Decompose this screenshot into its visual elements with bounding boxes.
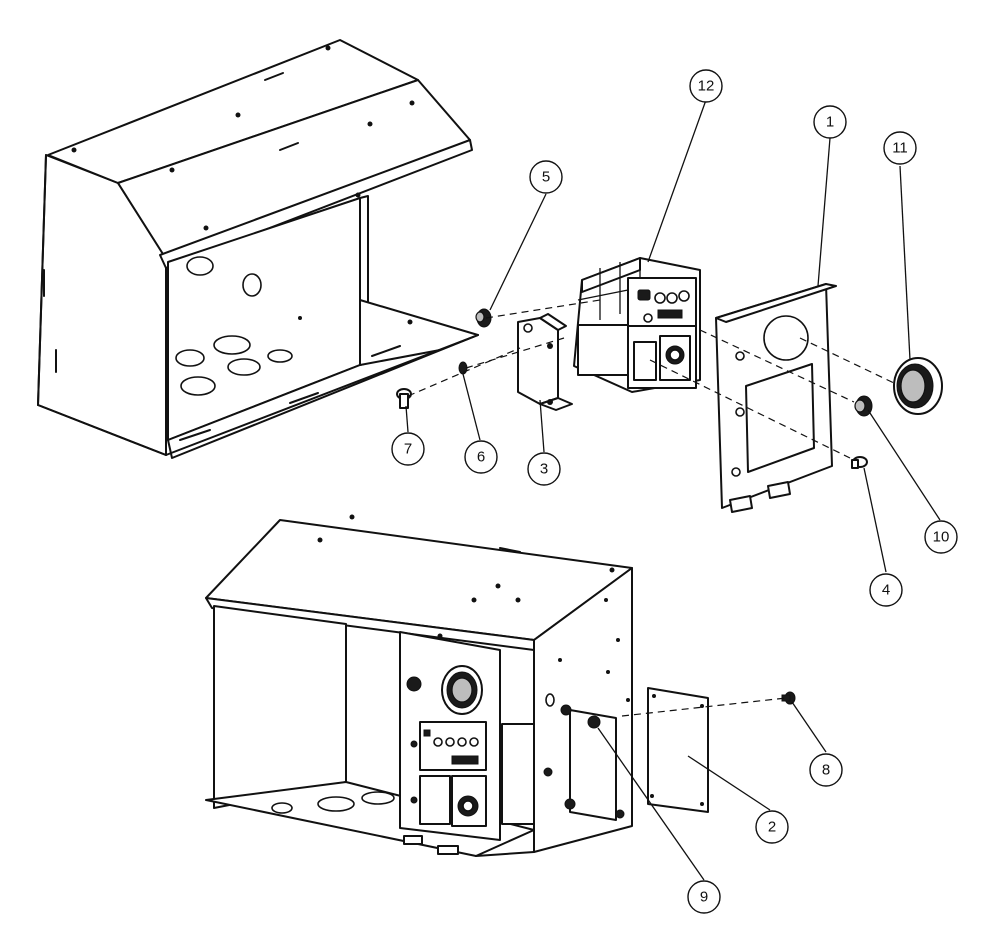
- nut-5: [475, 308, 492, 328]
- callout-5: 5: [529, 160, 563, 194]
- callout-12-label: 12: [698, 78, 715, 95]
- callout-5-label: 5: [542, 169, 550, 186]
- callout-9: 9: [687, 880, 721, 914]
- callout-1: 1: [813, 105, 847, 139]
- callout-10-label: 10: [933, 529, 950, 546]
- callout-6: 6: [464, 440, 498, 474]
- screw-4: [851, 456, 868, 469]
- callout-8-label: 8: [822, 762, 830, 779]
- lower-assembly-line: [621, 697, 787, 717]
- callout-7: 7: [391, 432, 425, 466]
- callout-4: 4: [869, 573, 903, 607]
- callout-6-label: 6: [477, 449, 485, 466]
- callout-11-label: 11: [892, 140, 908, 157]
- cover-plate: [647, 687, 709, 813]
- upper-assembly-lines: [407, 299, 897, 459]
- screw-8: [781, 691, 796, 705]
- washer-6: [458, 361, 468, 375]
- callout-12: 12: [689, 69, 723, 103]
- callout-10: 10: [924, 520, 958, 554]
- callout-3: 3: [527, 452, 561, 486]
- callout-9-label: 9: [700, 889, 708, 906]
- module-assembly: [573, 257, 701, 393]
- mounting-bracket: [517, 313, 573, 411]
- lower-enclosure: [205, 514, 633, 857]
- leader-lines: [405, 99, 941, 881]
- callout-11: 11: [883, 131, 917, 165]
- upper-enclosure: [37, 39, 479, 459]
- callout-2-label: 2: [768, 819, 776, 836]
- gauge-11: [893, 357, 943, 415]
- callout-4-label: 4: [882, 582, 890, 599]
- callout-2: 2: [755, 810, 789, 844]
- callout-8: 8: [809, 753, 843, 787]
- front-plate: [715, 283, 837, 513]
- callout-3-label: 3: [540, 461, 548, 478]
- callout-1-label: 1: [826, 114, 834, 131]
- callout-7-label: 7: [404, 441, 412, 458]
- screw-7: [396, 388, 412, 409]
